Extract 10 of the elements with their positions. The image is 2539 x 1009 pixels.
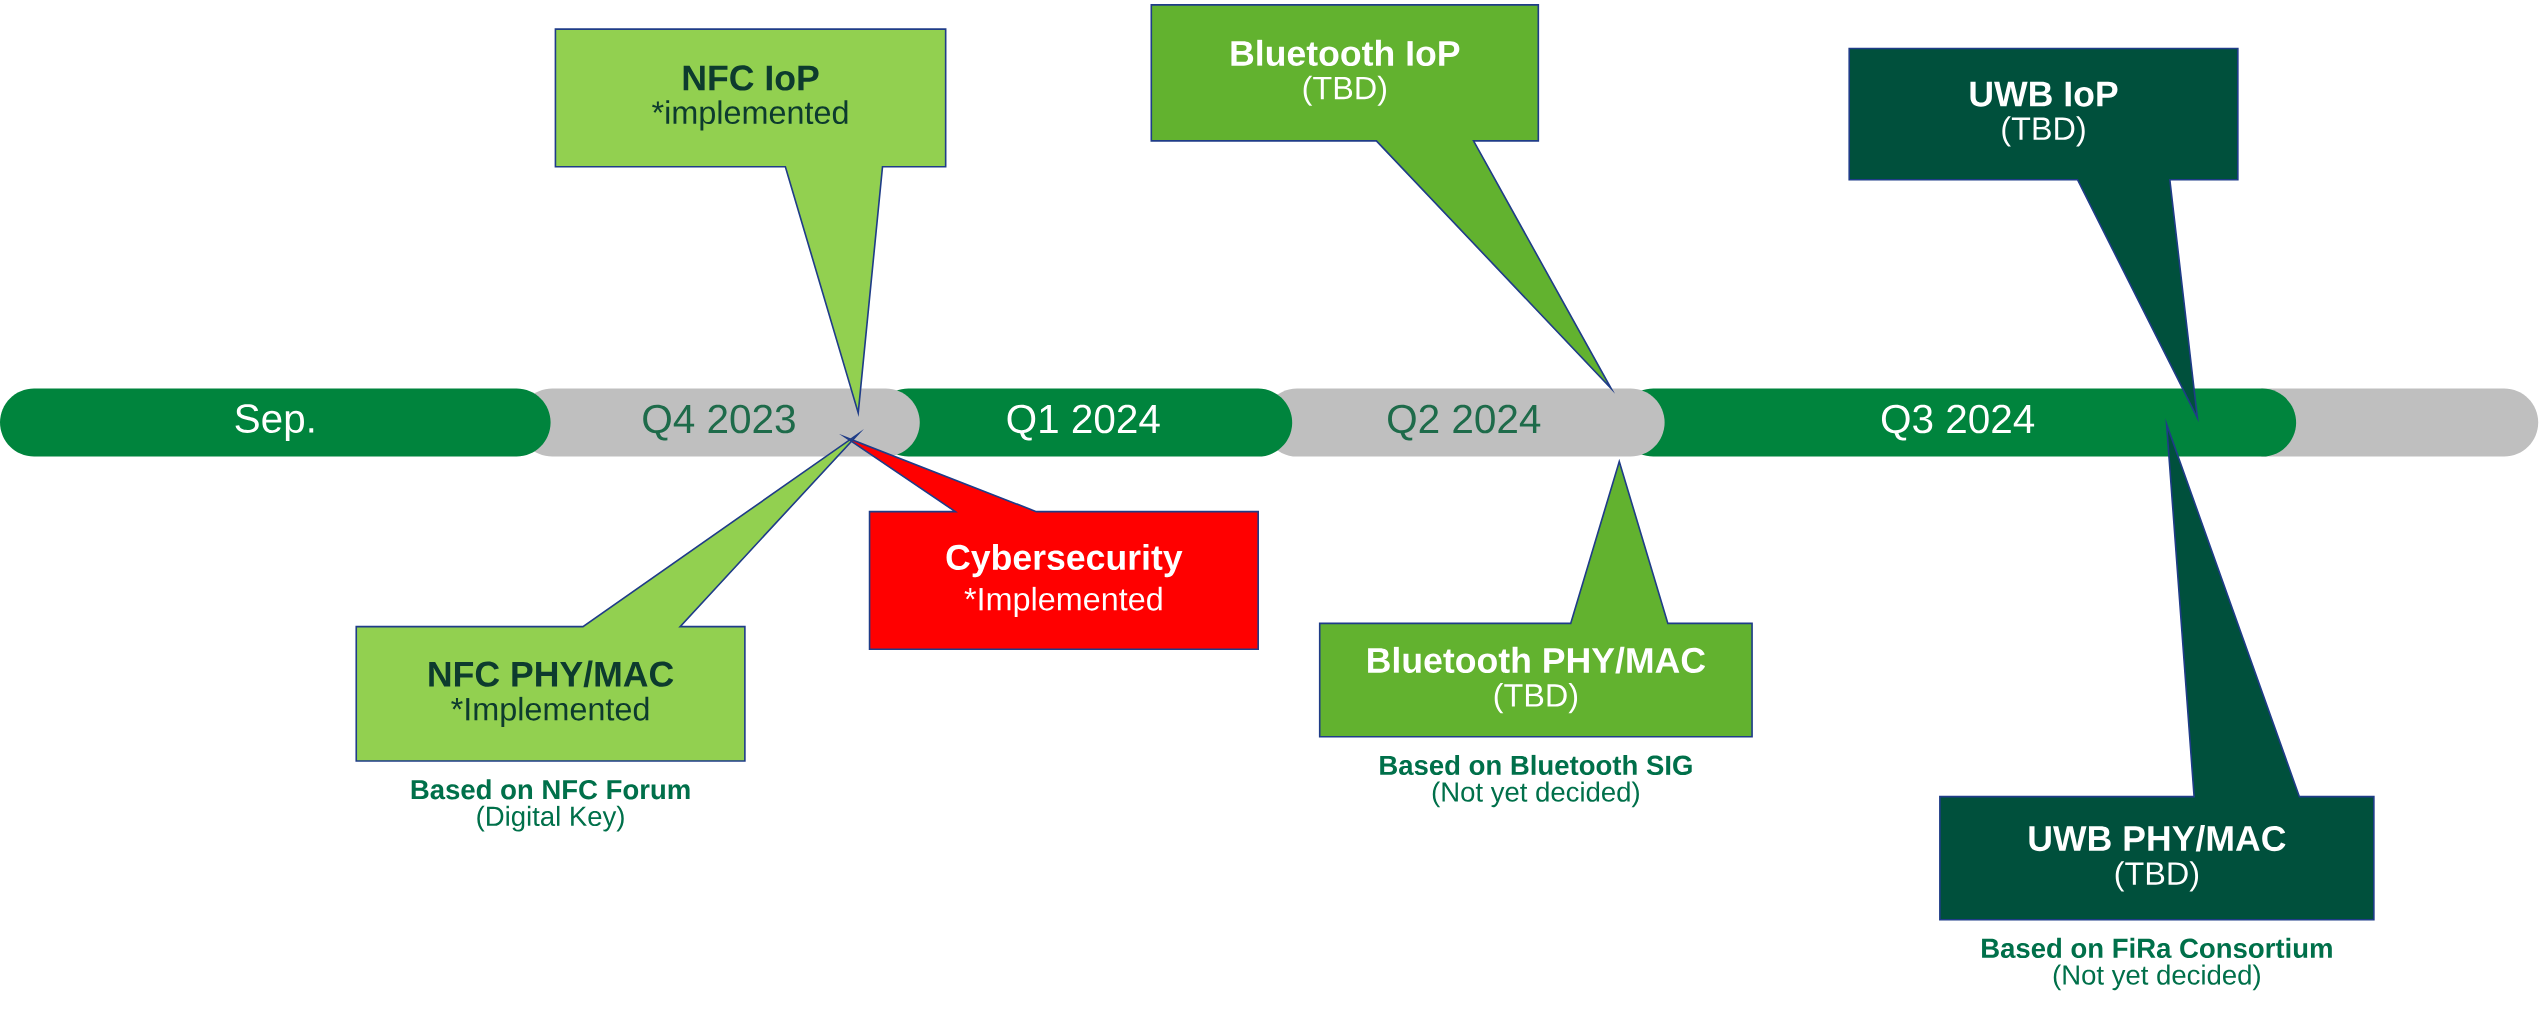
caption-text: Based on Bluetooth SIG (Not yet decided) — [1380, 755, 1692, 808]
caption-text: Based on FiRa Consortium (Not yet decided) — [1982, 938, 2332, 991]
timeline-segment: Q2 2024 — [1263, 388, 1665, 457]
timeline-segment: Q4 2023 — [518, 388, 920, 457]
callout-box: Bluetooth IoP (TBD) — [1150, 4, 1615, 394]
callout-box: Bluetooth PHY/MAC (TBD) — [1318, 458, 1753, 738]
timeline-segment — [2261, 388, 2539, 457]
timeline-segment: Sep. — [0, 388, 551, 457]
caption-text: Based on NFC Forum (Digital Key) — [411, 779, 690, 832]
timeline-segment: Q3 2024 — [1619, 388, 2297, 457]
